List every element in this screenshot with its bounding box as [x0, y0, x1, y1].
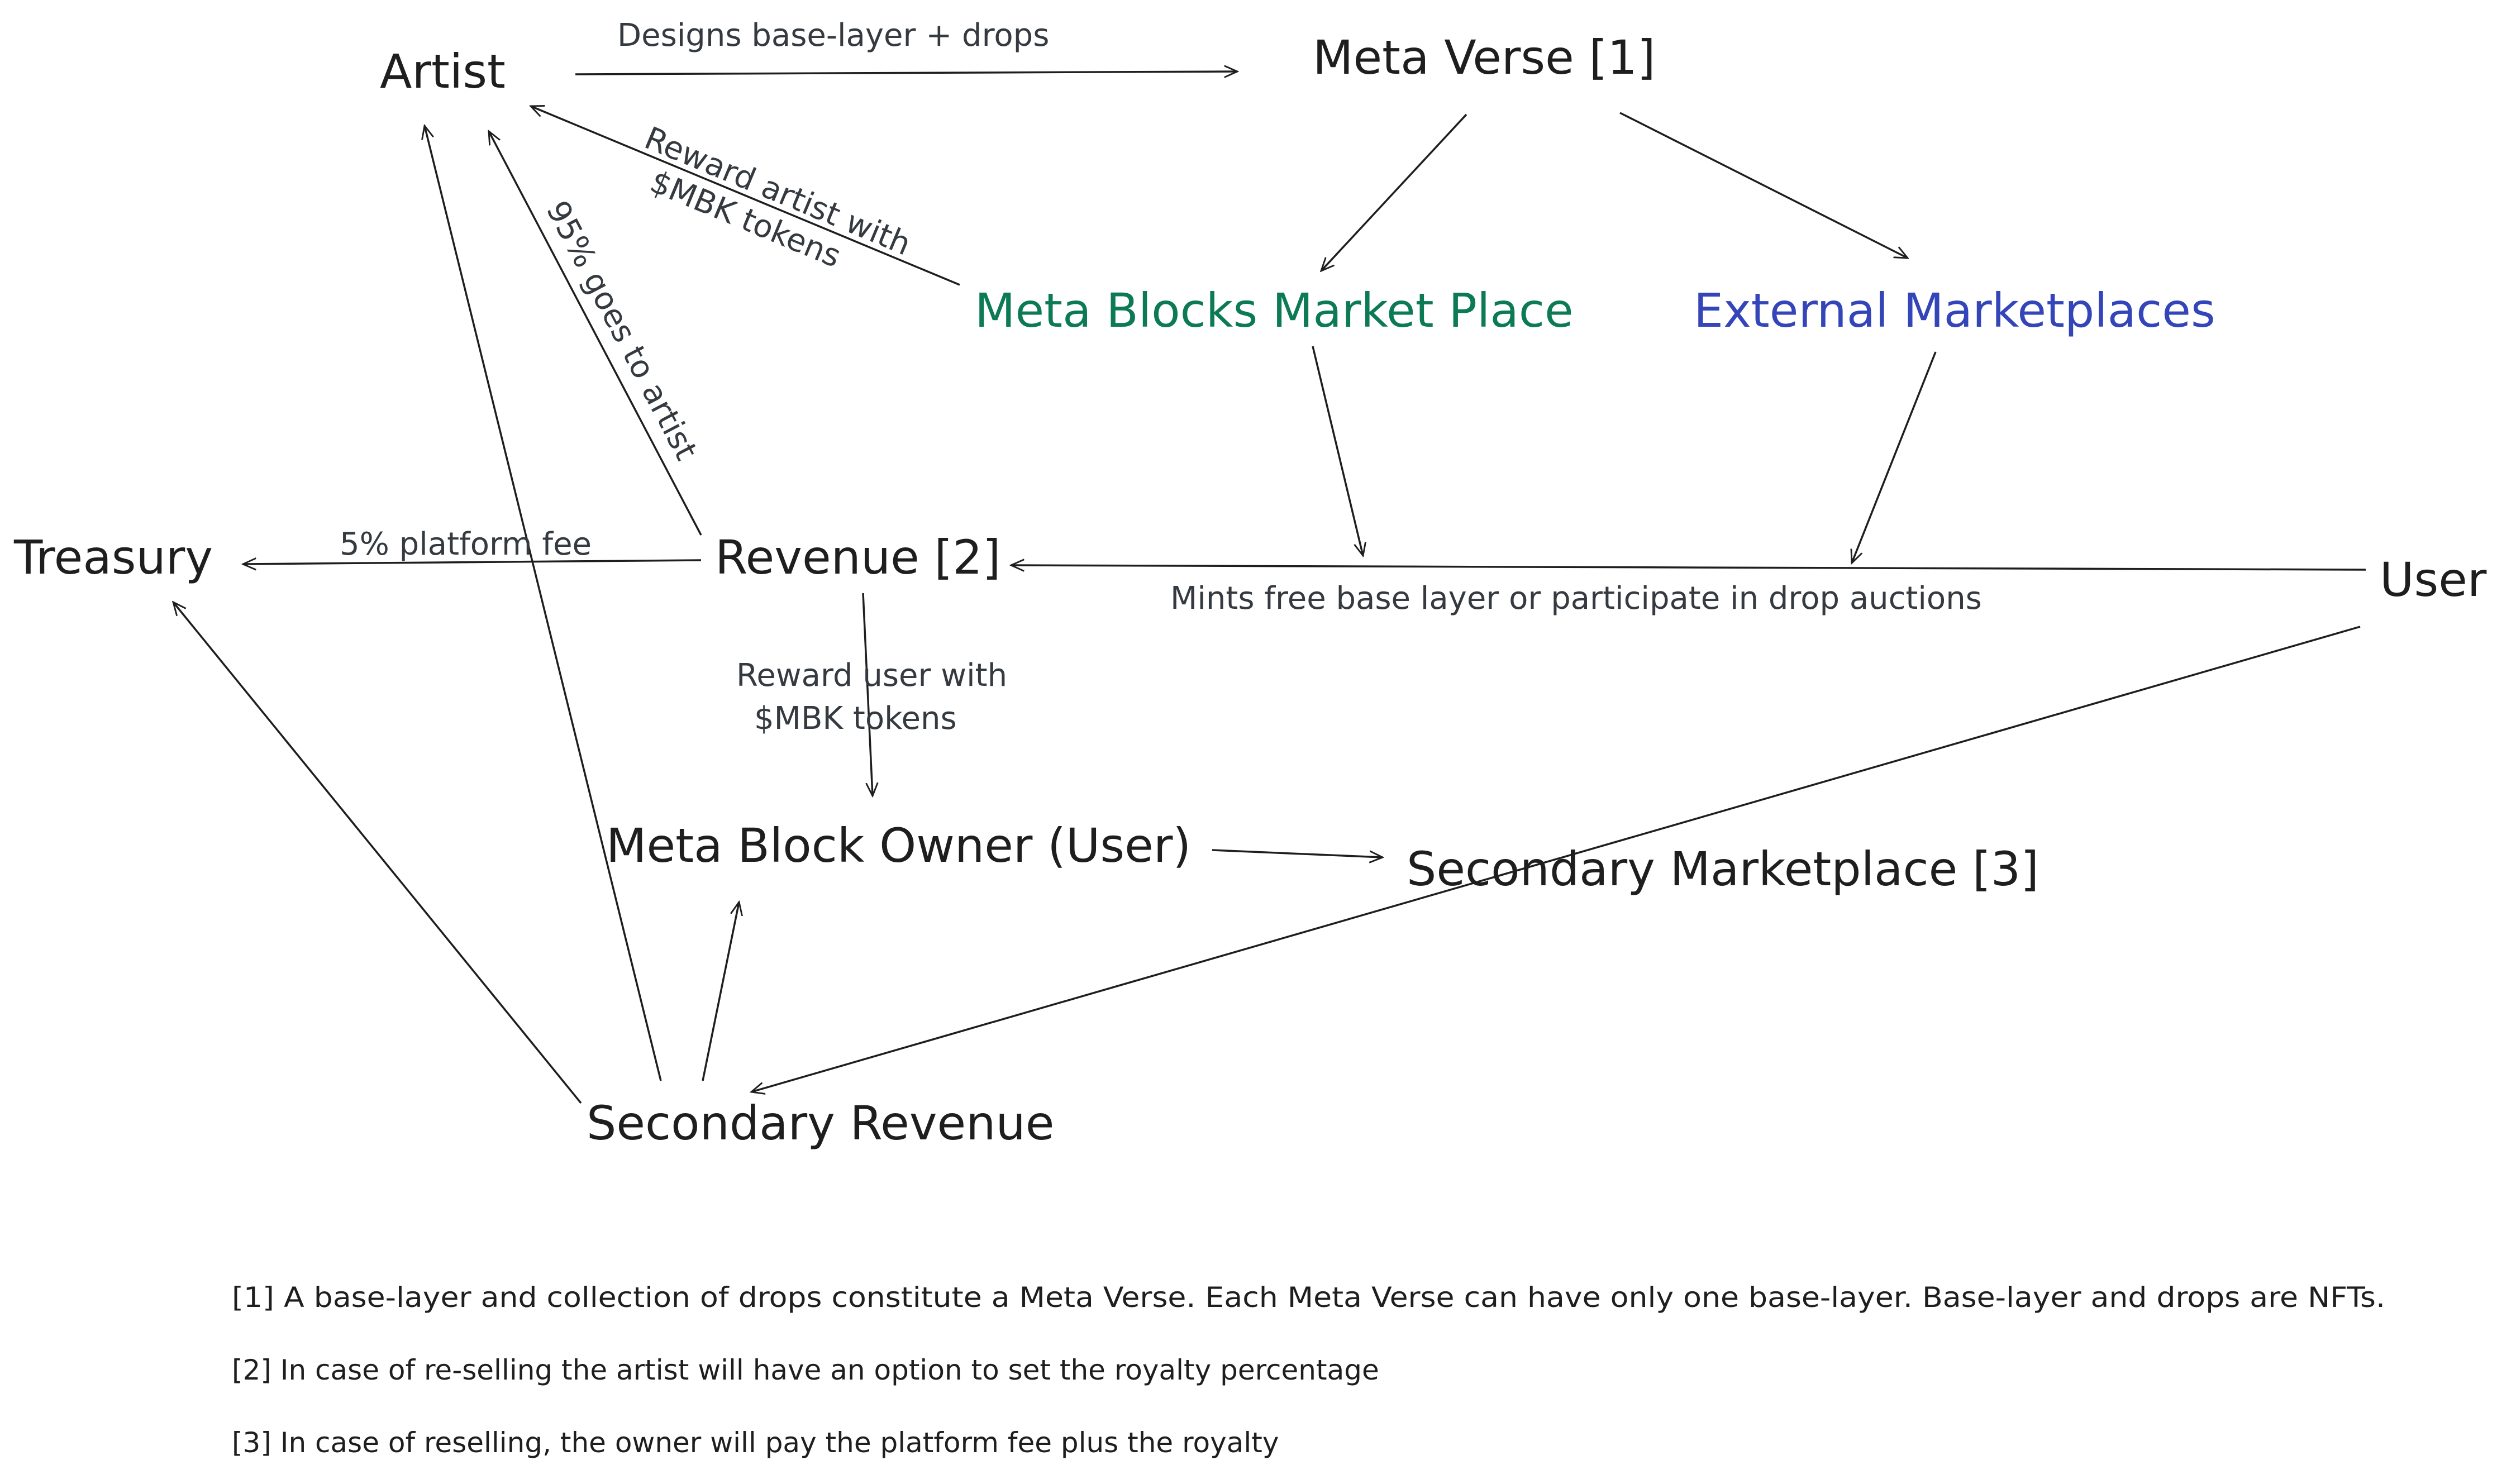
- footnote-2: [2] In case of re-selling the artist wil…: [232, 1354, 1379, 1386]
- node-artist: Artist: [380, 44, 506, 99]
- node-meta-blocks-market-place: Meta Blocks Market Place: [975, 283, 1574, 338]
- node-revenue: Revenue [2]: [715, 530, 1001, 585]
- edge-revenue-to-artist: [489, 131, 702, 536]
- label-goes-to-artist: 95% goes to artist: [539, 195, 704, 466]
- label-reward-user-line1: Reward user with: [736, 657, 1007, 694]
- edge-market-to-artist: [531, 106, 960, 286]
- node-secondary-revenue: Secondary Revenue: [587, 1096, 1054, 1151]
- footnote-3: [3] In case of reselling, the owner will…: [232, 1426, 1279, 1459]
- label-mints: Mints free base layer or participate in …: [1170, 580, 1982, 617]
- edge-labels: Designs base-layer + drops Reward artist…: [340, 17, 1982, 737]
- edge-metaverse-to-external: [1619, 112, 1908, 258]
- edge-user-to-revenue: [1011, 565, 2366, 570]
- edge-owner-to-secondary-marketplace: [1212, 849, 1383, 857]
- node-user: User: [2380, 552, 2487, 607]
- edge-revenue-to-owner: [862, 593, 873, 796]
- edge-market-to-mint: [1312, 346, 1363, 556]
- edge-secondary-revenue-to-owner: [702, 902, 739, 1081]
- node-treasury: Treasury: [13, 530, 213, 585]
- edge-user-to-secondary-revenue: [751, 626, 2361, 1092]
- node-meta-verse: Meta Verse [1]: [1313, 30, 1656, 85]
- edge-metaverse-to-market: [1321, 113, 1467, 271]
- edge-external-to-mint: [1852, 351, 1937, 563]
- footnotes: [1] A base-layer and collection of drops…: [232, 1281, 2385, 1459]
- label-reward-user-line2: $MBK tokens: [754, 700, 957, 737]
- footnote-1: [1] A base-layer and collection of drops…: [232, 1281, 2385, 1314]
- edge-revenue-to-treasury: [243, 560, 702, 564]
- node-meta-block-owner: Meta Block Owner (User): [606, 818, 1191, 873]
- nodes: Artist Meta Verse [1] Meta Blocks Market…: [13, 30, 2487, 1151]
- node-secondary-marketplace: Secondary Marketplace [3]: [1407, 842, 2039, 896]
- edge-artist-to-metaverse: [575, 71, 1237, 74]
- node-external-marketplaces: External Marketplaces: [1694, 283, 2215, 338]
- label-platform-fee: 5% platform fee: [340, 526, 592, 562]
- edges: [173, 71, 2366, 1104]
- edge-secondary-revenue-to-artist: [425, 126, 662, 1081]
- label-designs: Designs base-layer + drops: [617, 17, 1049, 54]
- edge-secondary-revenue-to-treasury: [173, 602, 582, 1104]
